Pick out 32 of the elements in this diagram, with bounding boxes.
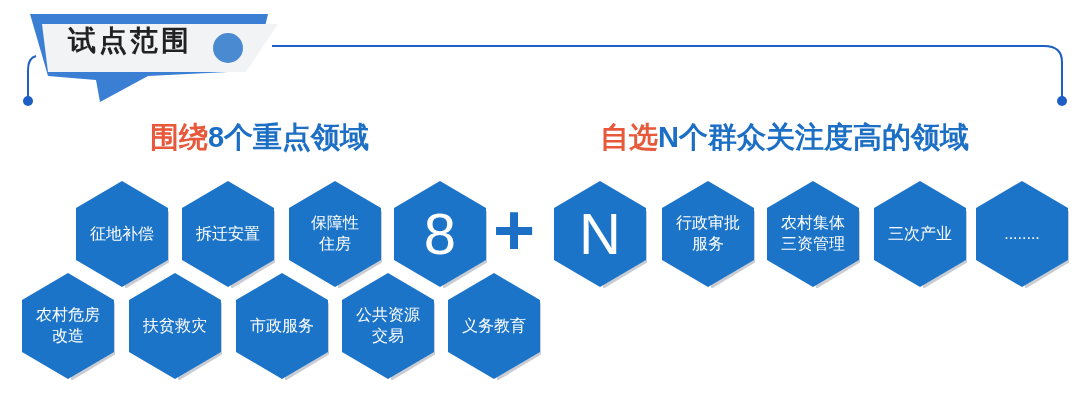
hexagon-label: 行政审批服务 (676, 213, 740, 254)
hexagon (21, 272, 115, 380)
hexagon (75, 180, 169, 288)
hexagon (288, 180, 382, 288)
hexagon (128, 272, 222, 380)
hexagon-label: ........ (1003, 223, 1041, 244)
hexagon (873, 180, 967, 288)
hexagon (393, 180, 487, 288)
hexagon (766, 180, 860, 288)
hexagon-label: 拆迁安置 (196, 223, 260, 244)
hexagon-label: 农村危房改造 (36, 305, 100, 346)
hexagon (235, 272, 329, 380)
hexagon-label: 农村集体三资管理 (781, 213, 845, 254)
hexagon (975, 180, 1069, 288)
hexagon-label: 义务教育 (462, 315, 526, 336)
hexagon (553, 180, 647, 288)
hexagon (661, 180, 755, 288)
hexagon-label: N (579, 205, 621, 263)
hexagon-label: 保障性住房 (311, 213, 359, 254)
hexagon (447, 272, 541, 380)
hexagon-label: 扶贫救灾 (143, 315, 207, 336)
hexagon-label: 市政服务 (250, 315, 314, 336)
plus-sign: + (493, 194, 536, 266)
section-heading: 自选N个群众关注度高的领域 (600, 120, 969, 155)
section-heading: 围绕8个重点领域 (150, 120, 370, 155)
hexagon (181, 180, 275, 288)
hexagon-label: 公共资源交易 (356, 305, 420, 346)
title: 试点范围 (68, 27, 192, 55)
hexagon-label: 三次产业 (888, 223, 952, 244)
hexagon (341, 272, 435, 380)
hexagon-label: 8 (423, 205, 457, 263)
hexagon-label: 征地补偿 (90, 223, 154, 244)
